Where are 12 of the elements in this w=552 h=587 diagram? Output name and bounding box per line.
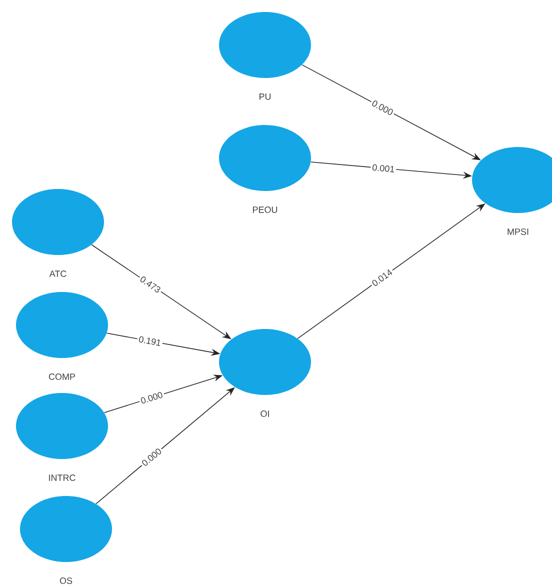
node-label: COMP <box>48 374 76 380</box>
edge-label: 0.191 <box>136 334 164 348</box>
edge-label: 0.000 <box>369 98 396 118</box>
edge-label: 0.001 <box>370 162 397 174</box>
node-label: PU <box>259 94 271 100</box>
edge-label: 0.000 <box>138 389 166 406</box>
node-label: ATC <box>49 270 66 277</box>
node-label: INTRC <box>49 474 76 481</box>
node-label: OI <box>260 410 269 417</box>
node-label: PEOU <box>252 206 278 213</box>
node-label: OS <box>60 578 72 584</box>
node-label: MPSI <box>508 228 528 235</box>
